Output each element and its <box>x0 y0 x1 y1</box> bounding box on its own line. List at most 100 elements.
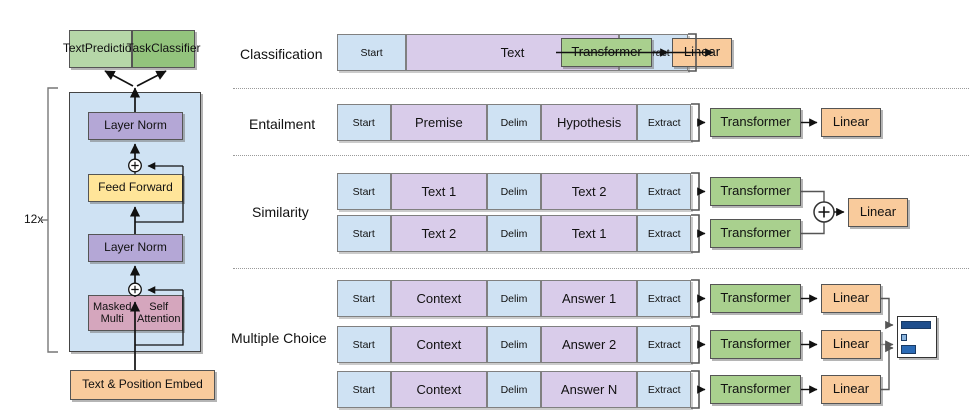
token-cell: Start <box>337 104 391 141</box>
token-label: Answer N <box>560 382 618 397</box>
token-cell: Premise <box>390 104 488 141</box>
token-label: Delim <box>500 292 528 305</box>
token-cell: Context <box>390 371 488 408</box>
token-label: Start <box>352 292 375 305</box>
token-label: Answer 2 <box>562 337 617 352</box>
linear-entailment: Linear <box>821 108 881 137</box>
token-label: Start <box>352 338 375 351</box>
text-position-embed-label: Text & Position Embed <box>82 377 203 392</box>
token-label: Delim <box>500 116 528 129</box>
token-label: Extract <box>647 383 681 396</box>
transformer-entailment: Transformer <box>710 108 801 137</box>
transformer-classification-label: Transformer <box>571 44 642 60</box>
token-cell: Text 2 <box>540 173 638 210</box>
token-label: Extract <box>647 292 681 305</box>
token-label: Answer 1 <box>562 291 617 306</box>
token-label: Text 1 <box>571 226 607 241</box>
token-label: Delim <box>500 383 528 396</box>
token-cell: Start <box>337 34 407 71</box>
separator-3 <box>233 268 969 269</box>
token-cell: Delim <box>487 371 541 408</box>
token-label: Start <box>352 116 375 129</box>
token-label: Start <box>352 383 375 396</box>
linear-mc-3: Linear <box>821 375 881 404</box>
token-label: Hypothesis <box>556 115 622 130</box>
token-cell: Delim <box>487 326 541 363</box>
token-label: Start <box>352 227 375 240</box>
token-label: Extract <box>647 338 681 351</box>
token-label: Start <box>360 46 383 59</box>
transformer-similarity-1-label: Transformer <box>720 183 791 199</box>
token-cell: Extract <box>637 104 691 141</box>
feed-forward-label: Feed Forward <box>98 180 173 195</box>
softmax-bar <box>901 345 916 354</box>
transformer-mc-2: Transformer <box>710 330 801 359</box>
softmax-bar <box>901 321 931 329</box>
token-label: Text <box>500 45 525 60</box>
token-label: Extract <box>647 116 681 129</box>
transformer-mc-2-label: Transformer <box>720 336 791 352</box>
token-cell: Start <box>337 215 391 252</box>
token-label: Delim <box>500 227 528 240</box>
linear-mc-2-label: Linear <box>832 336 870 352</box>
transformer-mc-3-label: Transformer <box>720 381 791 397</box>
softmax-bar <box>901 334 907 341</box>
text-position-embed: Text & Position Embed <box>70 370 215 400</box>
feed-forward: Feed Forward <box>88 174 183 202</box>
token-label: Text 1 <box>421 184 457 199</box>
transformer-similarity-2-label: Transformer <box>720 225 791 241</box>
layer-norm-bottom-label: Layer Norm <box>104 240 167 255</box>
token-cell: Delim <box>487 280 541 317</box>
token-cell: Answer N <box>540 371 638 408</box>
separator-2 <box>233 155 969 156</box>
linear-classification: Linear <box>672 38 732 67</box>
token-cell: Start <box>337 280 391 317</box>
task-label-similarity: Similarity <box>252 204 309 220</box>
token-label: Context <box>416 337 462 352</box>
token-cell: Delim <box>487 173 541 210</box>
repeat-count-label: 12x <box>24 212 44 226</box>
task-label-multiple-choice: Multiple Choice <box>231 330 327 346</box>
transformer-mc-1-label: Transformer <box>720 290 791 306</box>
token-cell: Text 1 <box>540 215 638 252</box>
token-label: Delim <box>500 185 528 198</box>
transformer-mc-1: Transformer <box>710 284 801 313</box>
token-cell: Context <box>390 280 488 317</box>
token-cell: Delim <box>487 104 541 141</box>
task-label-entailment: Entailment <box>249 116 316 132</box>
token-label: Start <box>352 185 375 198</box>
token-cell: Context <box>390 326 488 363</box>
token-label: Delim <box>500 338 528 351</box>
separator-1 <box>233 88 969 89</box>
transformer-similarity-1: Transformer <box>710 177 801 206</box>
token-label: Premise <box>415 115 463 130</box>
token-label: Extract <box>647 185 681 198</box>
token-cell: Extract <box>637 326 691 363</box>
linear-mc-2: Linear <box>821 330 881 359</box>
token-cell: Delim <box>487 215 541 252</box>
token-label: Text 2 <box>571 184 607 199</box>
layer-norm-top: Layer Norm <box>88 112 183 140</box>
token-label: Context <box>416 291 462 306</box>
linear-classification-label: Linear <box>683 44 721 60</box>
task-label-classification: Classification <box>240 46 323 62</box>
linear-mc-1-label: Linear <box>832 290 870 306</box>
linear-similarity: Linear <box>848 198 908 227</box>
linear-mc-3-label: Linear <box>832 381 870 397</box>
token-cell: Text 2 <box>390 215 488 252</box>
token-cell: Extract <box>637 215 691 252</box>
token-cell: Answer 2 <box>540 326 638 363</box>
token-cell: Extract <box>637 173 691 210</box>
transformer-similarity-2: Transformer <box>710 219 801 248</box>
transformer-mc-3: Transformer <box>710 375 801 404</box>
token-cell: Extract <box>637 280 691 317</box>
token-cell: Hypothesis <box>540 104 638 141</box>
token-label: Text 2 <box>421 226 457 241</box>
